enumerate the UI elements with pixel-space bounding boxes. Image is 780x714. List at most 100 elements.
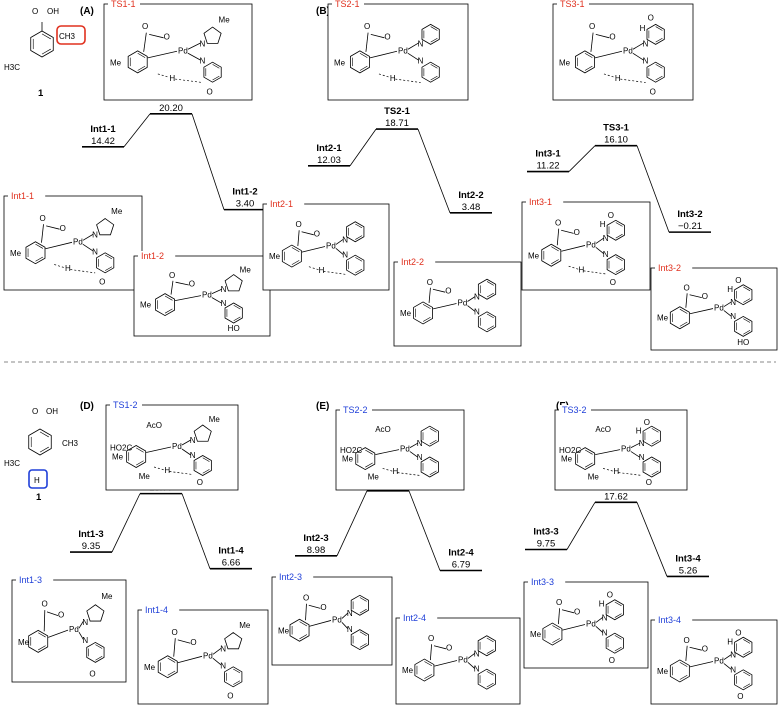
bond xyxy=(723,663,732,670)
double-bond xyxy=(615,222,623,227)
double-bond xyxy=(299,634,308,640)
palladium-label: Pd xyxy=(203,651,213,660)
methyl-label: Me xyxy=(111,207,123,216)
nitrogen-label: N xyxy=(342,235,348,244)
double-bond xyxy=(365,462,373,468)
structure-label: TS2-1 xyxy=(335,0,360,9)
methyl-label: Me xyxy=(657,314,669,323)
oxygen-label: O xyxy=(320,603,326,612)
double-bond xyxy=(585,449,593,455)
aromatic-ring xyxy=(541,243,562,267)
aromatic-ring xyxy=(289,618,310,642)
palladium-label: Pd xyxy=(69,625,79,634)
bond xyxy=(630,451,640,458)
methyl-label: Me xyxy=(219,15,231,24)
panel-letter: (B) xyxy=(316,6,330,17)
pyrazole-ring xyxy=(96,218,115,236)
structure-label: Int3-4 xyxy=(658,615,681,625)
aromatic-ring xyxy=(606,254,625,276)
structure-label: Int1-1 xyxy=(11,191,34,201)
state-energy-Int3-4: 5.26 xyxy=(679,565,698,576)
double-bond xyxy=(41,33,51,40)
palladium-label: Pd xyxy=(714,304,724,313)
double-bond xyxy=(136,447,144,453)
hydrogen-label: H xyxy=(636,426,642,435)
double-bond xyxy=(486,281,494,286)
double-bond xyxy=(655,38,663,43)
connector-line xyxy=(191,113,225,210)
methyl-label: Me xyxy=(140,300,152,309)
palladium-label: Pd xyxy=(714,657,724,666)
nitrogen-label: N xyxy=(474,293,480,302)
bond xyxy=(689,646,702,651)
connector-line xyxy=(181,493,211,569)
nitrogen-label: N xyxy=(418,39,424,48)
structure-label: TS3-1 xyxy=(560,0,585,9)
nitrogen-label: N xyxy=(82,618,88,627)
aromatic-ring xyxy=(155,293,175,317)
double-bond xyxy=(41,48,51,55)
hydrogen-label: H xyxy=(613,467,619,476)
double-bond xyxy=(233,680,241,685)
bond xyxy=(170,280,174,295)
pyrazole-ring xyxy=(193,424,212,442)
pyridone-oxygen-label: O xyxy=(197,478,203,487)
h-bond xyxy=(175,78,203,83)
palladium-label: Pd xyxy=(458,299,468,308)
structure-label: Int2-1 xyxy=(270,199,293,209)
bond xyxy=(82,233,94,241)
aromatic-ring xyxy=(477,668,496,690)
connector-line xyxy=(636,145,670,233)
double-bond xyxy=(486,325,494,330)
bond xyxy=(433,645,447,650)
structure-frame xyxy=(133,255,271,337)
highlight-hydrogen xyxy=(28,469,48,489)
double-bond xyxy=(35,256,44,262)
highlight-methyl xyxy=(56,25,86,45)
bond xyxy=(590,32,594,52)
double-bond xyxy=(486,637,494,643)
double-bond xyxy=(551,259,559,265)
aromatic-ring xyxy=(25,241,46,265)
aromatic-ring xyxy=(421,61,440,83)
nitrogen-label: N xyxy=(474,307,480,316)
aromatic-ring xyxy=(477,311,497,333)
hydrogen-label: H xyxy=(65,264,71,273)
double-bond xyxy=(202,469,210,474)
bond xyxy=(595,33,610,39)
palladium-label: Pd xyxy=(73,237,83,246)
double-bond xyxy=(430,38,438,43)
bond xyxy=(467,296,476,302)
state-energy-Int1-2: 3.40 xyxy=(236,199,255,210)
structure-label: Int3-3 xyxy=(531,577,554,587)
label-backing xyxy=(655,263,693,273)
bond xyxy=(78,631,84,640)
state-energy-Int1-1: 14.42 xyxy=(91,136,115,147)
structure-label: Int3-1 xyxy=(529,197,552,207)
hydroxyl-label: OH xyxy=(47,7,59,16)
double-bond xyxy=(486,292,494,298)
oxygen-label: O xyxy=(446,643,452,652)
double-bond xyxy=(355,223,363,229)
h-bond xyxy=(153,466,165,471)
methyl-label: Me xyxy=(561,454,573,463)
nitrogen-label: N xyxy=(417,439,423,448)
double-bond xyxy=(430,26,438,31)
bond xyxy=(181,439,191,446)
double-bond xyxy=(655,26,663,31)
oxygen-label: O xyxy=(684,636,690,645)
aromatic-ring xyxy=(420,456,439,478)
nitrogen-label: N xyxy=(82,636,88,645)
double-bond xyxy=(615,268,623,273)
methyl-label: Me xyxy=(112,453,124,462)
double-bond xyxy=(614,646,622,652)
bond xyxy=(301,231,314,236)
methyl-label: Me xyxy=(559,58,571,67)
structure-label: TS3-2 xyxy=(562,405,587,415)
structure-frame xyxy=(521,201,651,291)
